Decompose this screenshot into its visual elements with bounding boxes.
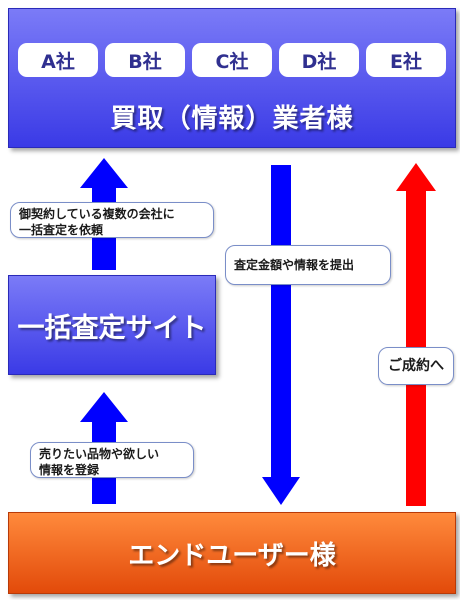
up-arrow-deal-shape [396,163,436,506]
company-e: E社 [366,43,446,77]
end-user-title: エンドユーザー様 [128,540,336,571]
register-callout: 売りたい品物や欲しい 情報を登録 [30,442,194,478]
request-callout-line-2: 一括査定を依頼 [19,223,104,237]
buyers-title: 買取（情報）業者様 [110,104,354,134]
register-callout-line-1: 売りたい品物や欲しい [39,447,160,461]
company-d: D社 [279,43,359,77]
company-b: B社 [105,43,185,77]
down-arrow-submit [262,165,300,505]
register-callout-line-2: 情報を登録 [39,463,100,477]
bulk-site-title: 一括査定サイト [17,312,207,344]
company-c: C社 [192,43,272,77]
bulk-site-box: 一括査定サイト [8,275,216,375]
up-arrow-deal [396,163,436,506]
end-user-box: エンドユーザー様 [8,512,456,594]
submit-callout: 査定金額や情報を提出 [225,245,391,285]
request-callout-line-1: 御契約している複数の会社に [19,207,175,221]
submit-callout-text: 査定金額や情報を提出 [234,258,355,272]
company-a: A社 [18,43,98,77]
company-list: A社 B社 C社 D社 E社 [18,43,446,77]
down-arrow-submit-shape [262,165,300,505]
buyers-box: A社 B社 C社 D社 E社 買取（情報）業者様 [8,8,456,148]
deal-callout: ご成約へ [378,347,454,385]
request-callout: 御契約している複数の会社に 一括査定を依頼 [10,202,214,238]
deal-callout-text: ご成約へ [388,358,444,374]
